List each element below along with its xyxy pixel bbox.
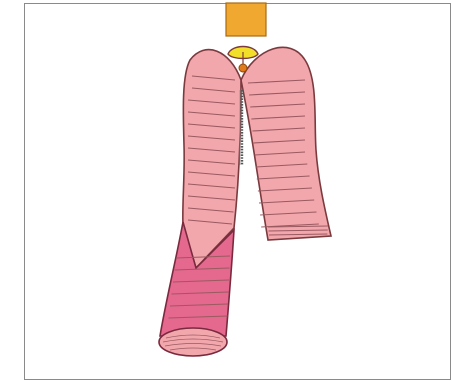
tube-cut-end (159, 328, 227, 356)
right-limb (241, 47, 331, 240)
suture-line (240, 90, 242, 165)
top-band (226, 3, 266, 36)
